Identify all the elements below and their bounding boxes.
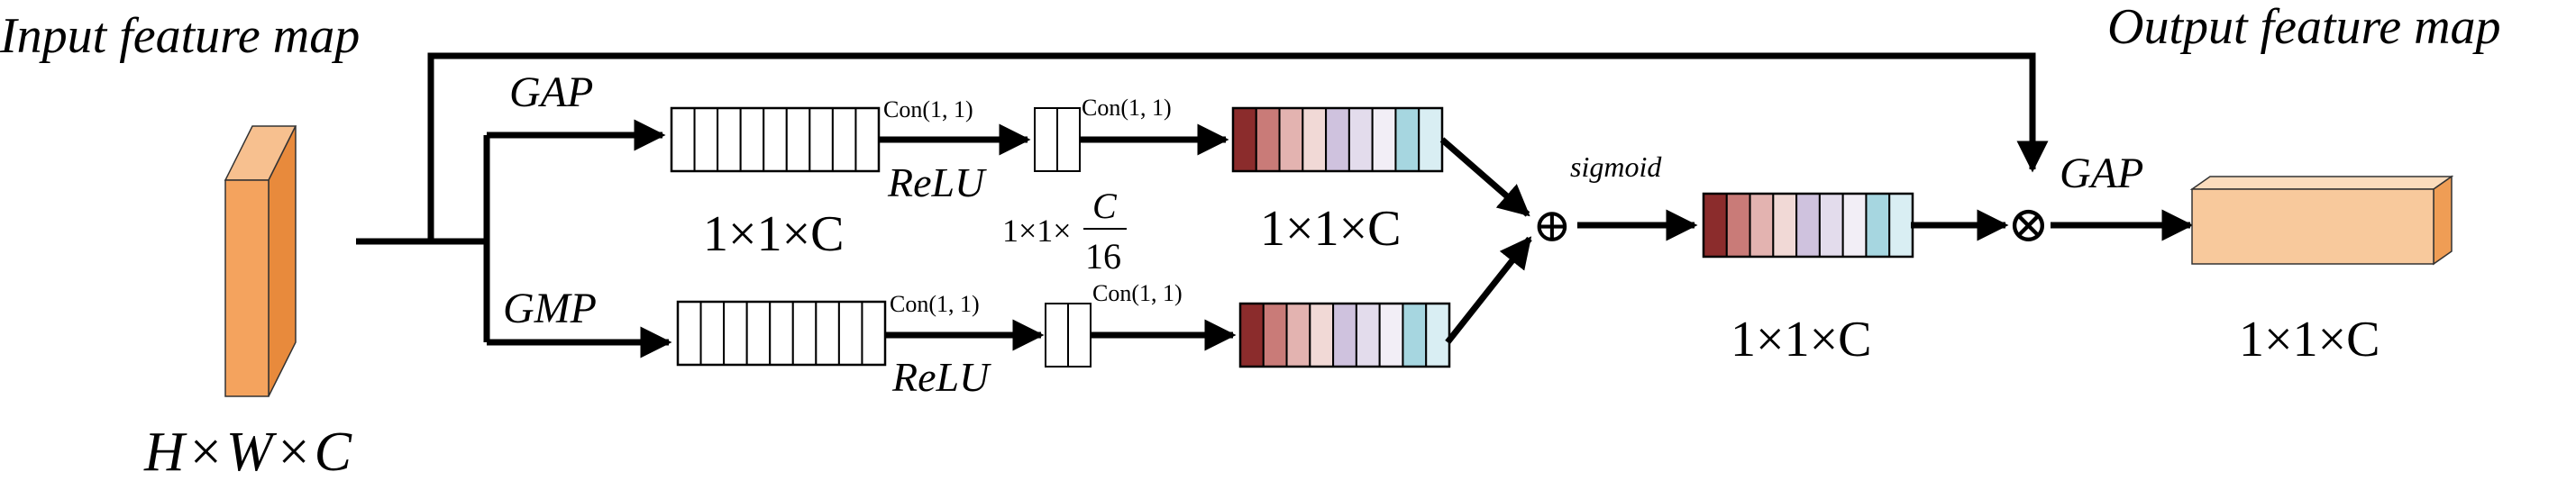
- relu-label-bottom: ReLU: [891, 354, 991, 400]
- gap-label-right: GAP: [2060, 150, 2143, 197]
- merge-arrow-top: [1439, 137, 1530, 217]
- vector-cell: [723, 301, 748, 366]
- vector-cell: [808, 107, 834, 172]
- weight-vector-bottom: [1238, 302, 1451, 368]
- vector-cell: [785, 107, 811, 172]
- vector-cell: [1325, 107, 1350, 172]
- output-dims: 1×1×C: [2239, 312, 2380, 368]
- vector-cell: [854, 107, 881, 172]
- reduced-vector-top: [1034, 107, 1081, 172]
- reduced-dims-denominator: 16: [1085, 236, 1121, 277]
- vector-cell: [717, 107, 742, 172]
- vector-cell: [1378, 303, 1404, 368]
- vector-cell: [861, 301, 887, 366]
- vector-cell: [1347, 107, 1374, 172]
- vector-cell: [1332, 303, 1357, 368]
- vector-cell: [1262, 303, 1288, 368]
- sigmoid-label: sigmoid: [1570, 150, 1662, 183]
- vector-cell: [1394, 107, 1420, 172]
- multiply-operator: ⊗: [2007, 197, 2050, 253]
- vector-cell: [791, 301, 818, 366]
- input-feature-block: [224, 125, 297, 397]
- vector-cell: [1865, 193, 1891, 258]
- vector-cell: [1418, 107, 1443, 172]
- vector-cell: [1302, 107, 1328, 172]
- input-dims-label: H×W×C: [143, 422, 352, 481]
- con-label-d: Con(1, 1): [1092, 280, 1183, 306]
- vector-cell: [1355, 303, 1381, 368]
- vector-cell: [1278, 107, 1304, 172]
- gap-vector-dims: 1×1×C: [703, 206, 845, 262]
- vector-cell: [1425, 303, 1450, 368]
- output-title: Output feature map: [2107, 0, 2501, 55]
- reduced-vector-bottom: [1045, 303, 1092, 368]
- gap-vector: [670, 106, 881, 173]
- gap-label-top: GAP: [509, 68, 593, 116]
- vector-cell: [1795, 193, 1821, 258]
- add-operator: ⊕: [1532, 201, 1572, 252]
- vector-cell: [1402, 303, 1428, 368]
- output-feature-block: [2189, 175, 2454, 266]
- vector-cell: [1703, 193, 1728, 258]
- vector-cell: [1841, 193, 1868, 258]
- vector-cell: [1255, 107, 1281, 172]
- weight-vector-top: [1231, 106, 1444, 173]
- vector-cell: [1232, 107, 1257, 172]
- vector-cell: [763, 107, 788, 172]
- attention-weight-vector: [1702, 192, 1914, 259]
- vector-cell: [1725, 193, 1751, 258]
- vector-cell: [815, 301, 840, 366]
- gmp-label: GMP: [503, 285, 597, 332]
- vector-cell: [699, 301, 726, 366]
- con-label-a: Con(1, 1): [883, 96, 973, 123]
- weights-top-dims: 1×1×C: [1260, 201, 1402, 257]
- vector-cell: [1371, 107, 1397, 172]
- vector-cell: [837, 301, 863, 366]
- vector-cell: [1239, 303, 1265, 368]
- vector-cell: [769, 301, 794, 366]
- vector-cell: [1818, 193, 1844, 258]
- merge-arrow-bottom: [1445, 236, 1532, 345]
- gmp-vector: [676, 300, 887, 367]
- con-label-b: Con(1, 1): [1082, 95, 1172, 121]
- input-title: Input feature map: [0, 8, 360, 64]
- vector-cell: [693, 107, 719, 172]
- vector-cell: [831, 107, 857, 172]
- reduced-dims-prefix: 1×1×: [1002, 213, 1072, 249]
- vector-cell: [677, 301, 702, 366]
- vector-cell: [1749, 193, 1775, 258]
- skip-connection-arrow: [427, 52, 2049, 241]
- vector-cell: [671, 107, 696, 172]
- vector-cell: [1888, 193, 1914, 258]
- vector-cell: [745, 301, 772, 366]
- con-label-c: Con(1, 1): [890, 291, 980, 317]
- relu-label-top: ReLU: [887, 159, 987, 205]
- vector-cell: [1285, 303, 1311, 368]
- attention-dims: 1×1×C: [1731, 312, 1872, 368]
- vector-cell: [1309, 303, 1335, 368]
- vector-cell: [1772, 193, 1798, 258]
- vector-cell: [739, 107, 765, 172]
- reduced-dims-numerator: C: [1092, 186, 1118, 226]
